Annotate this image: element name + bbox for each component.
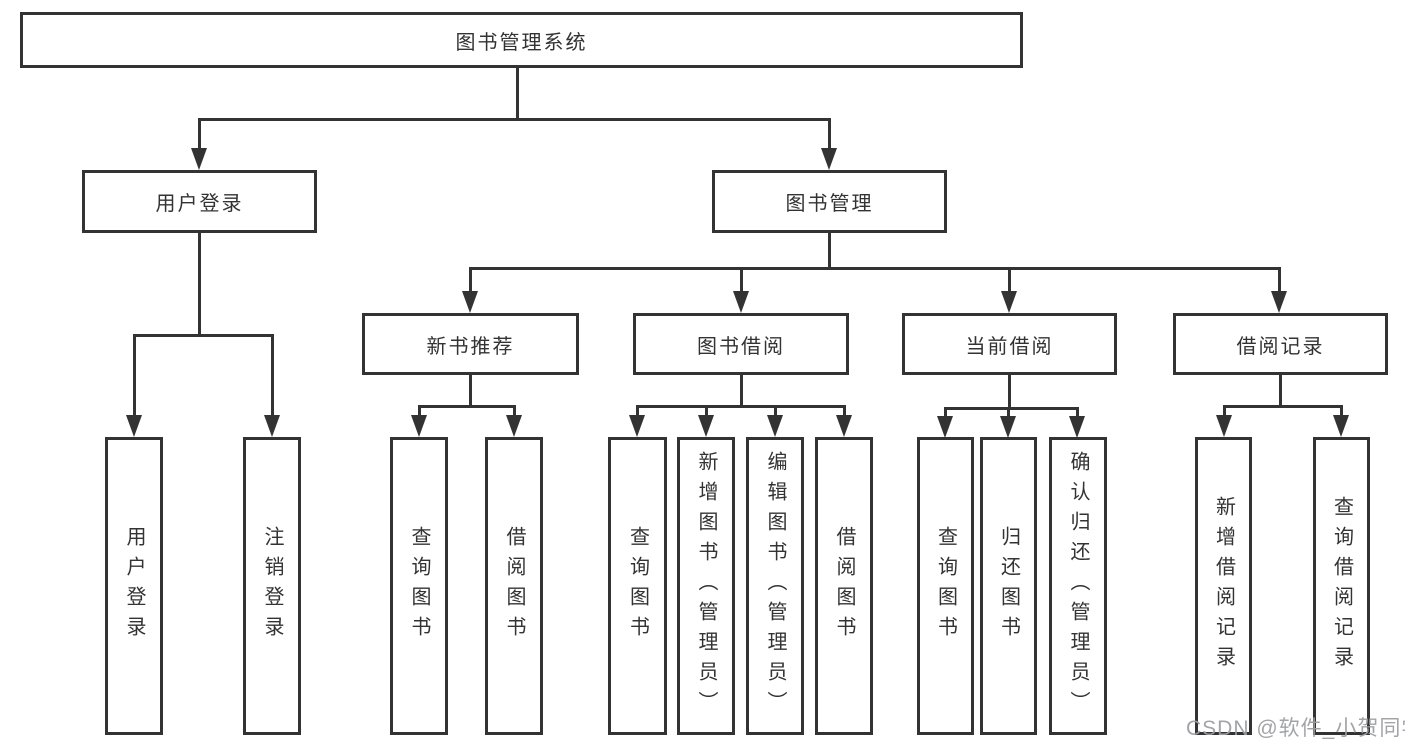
leaf-label: 查询图书 <box>934 526 957 646</box>
leaf-confirm-return-admin: 确认归还（管理员） <box>1049 437 1107 735</box>
connector-vline <box>1076 407 1079 416</box>
node-user-login: 用户登录 <box>82 170 317 233</box>
connector-vline <box>1279 375 1282 407</box>
connector-vline <box>740 375 743 407</box>
leaf-add-book-admin: 新增图书（管理员） <box>677 437 735 735</box>
leaf-label: 查询图书 <box>626 526 649 646</box>
node-label: 借阅记录 <box>1236 335 1325 358</box>
node-label: 图书管理系统 <box>455 31 588 54</box>
connector-vline <box>828 118 831 148</box>
connector-hline <box>636 405 845 408</box>
arrow-down-icon <box>264 415 280 437</box>
node-label: 用户登录 <box>155 193 244 215</box>
connector-vline <box>469 267 472 291</box>
leaf-query-books-borrowing: 查询图书 <box>608 437 667 735</box>
arrow-down-icon <box>506 415 522 437</box>
node-book-management: 图书管理 <box>712 170 947 233</box>
connector-vline <box>1340 405 1343 415</box>
arrow-down-icon <box>411 415 427 437</box>
leaf-borrow-books-recommend: 借阅图书 <box>485 437 543 735</box>
node-borrowing-records: 借阅记录 <box>1173 313 1388 375</box>
leaf-query-books-current: 查询图书 <box>917 437 974 735</box>
arrow-down-icon <box>1001 291 1017 313</box>
connector-vline <box>740 267 743 291</box>
arrow-down-icon <box>767 415 783 437</box>
connector-vline <box>469 375 472 407</box>
arrow-down-icon <box>629 415 645 437</box>
connector-vline <box>828 233 831 269</box>
node-book-borrowing: 图书借阅 <box>633 313 849 375</box>
arrow-down-icon <box>836 415 852 437</box>
connector-vline <box>944 407 947 416</box>
leaf-label: 编辑图书（管理员） <box>764 451 786 721</box>
connector-vline <box>271 334 274 415</box>
leaf-edit-book-admin: 编辑图书（管理员） <box>746 437 804 735</box>
connector-hline <box>469 267 1280 270</box>
leaf-add-borrow-record: 新增借阅记录 <box>1195 437 1252 735</box>
leaf-label: 查询借阅记录 <box>1330 496 1353 676</box>
watermark: CSDN @软件_小贺同学 <box>1186 717 1405 740</box>
connector-hline <box>944 407 1078 410</box>
leaf-query-borrow-record: 查询借阅记录 <box>1313 437 1370 735</box>
leaf-label: 用户登录 <box>123 526 145 646</box>
connector-vline <box>705 405 708 415</box>
connector-hline <box>418 405 516 408</box>
arrow-down-icon <box>1000 416 1016 438</box>
node-label: 图书借阅 <box>697 335 785 358</box>
connector-vline <box>198 233 201 336</box>
connector-vline <box>1007 407 1010 416</box>
arrow-down-icon <box>733 291 749 313</box>
leaf-query-books-recommend: 查询图书 <box>390 437 448 735</box>
leaf-label: 确认归还（管理员） <box>1067 451 1089 721</box>
leaf-label: 查询图书 <box>408 526 430 646</box>
arrow-down-icon <box>1216 415 1232 437</box>
connector-hline <box>133 334 273 337</box>
arrow-down-icon <box>462 291 478 313</box>
arrow-down-icon <box>126 415 142 437</box>
leaf-label: 新增图书（管理员） <box>695 451 717 721</box>
leaf-label: 归还图书 <box>997 526 1020 646</box>
connector-vline <box>1008 375 1011 409</box>
connector-vline <box>1008 267 1011 291</box>
leaf-logout-login: 注销登录 <box>243 437 301 735</box>
connector-hline <box>198 118 831 121</box>
leaf-user-login: 用户登录 <box>105 437 163 735</box>
node-current-borrowing: 当前借阅 <box>902 313 1117 375</box>
arrow-down-icon <box>1069 416 1085 438</box>
connector-vline <box>636 405 639 415</box>
arrow-down-icon <box>698 415 714 437</box>
connector-vline <box>516 68 519 120</box>
connector-vline <box>1223 405 1226 415</box>
leaf-borrow-books: 借阅图书 <box>815 437 873 735</box>
node-library-system: 图书管理系统 <box>20 12 1023 68</box>
connector-vline <box>133 334 136 415</box>
node-label: 图书管理 <box>785 193 874 215</box>
connector-vline <box>513 405 516 415</box>
connector-vline <box>418 405 421 415</box>
leaf-label: 借阅图书 <box>833 526 855 646</box>
leaf-label: 新增借阅记录 <box>1212 496 1235 676</box>
node-new-book-recommend: 新书推荐 <box>362 313 579 375</box>
node-label: 当前借阅 <box>965 335 1054 358</box>
arrow-down-icon <box>937 416 953 438</box>
connector-vline <box>843 405 846 415</box>
arrow-down-icon <box>191 148 207 170</box>
connector-vline <box>1278 267 1281 291</box>
node-label: 新书推荐 <box>426 335 515 358</box>
connector-vline <box>198 118 201 148</box>
arrow-down-icon <box>1333 415 1349 437</box>
arrow-down-icon <box>1271 291 1287 313</box>
leaf-return-books: 归还图书 <box>980 437 1037 735</box>
connector-vline <box>774 405 777 415</box>
leaf-label: 借阅图书 <box>503 526 525 646</box>
leaf-label: 注销登录 <box>261 526 283 646</box>
arrow-down-icon <box>821 148 837 170</box>
connector-hline <box>1223 405 1342 408</box>
